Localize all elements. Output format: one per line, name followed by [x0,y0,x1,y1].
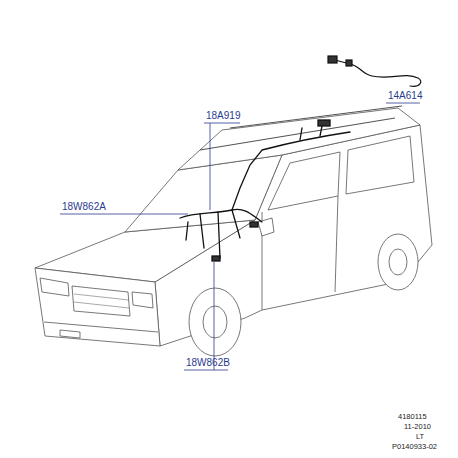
leader-line [204,123,240,210]
rear-wheel-hub [389,249,407,275]
harness-wire [300,126,322,140]
harness-wire [186,210,240,258]
connector [328,56,337,63]
callout-number: 18W862B [186,357,230,368]
connector [346,60,352,66]
side-code: LT [416,432,424,441]
roof-rail [200,106,402,150]
callout-number: 14A614 [388,90,422,101]
side-window [268,152,340,210]
bumper [44,322,158,338]
front-wheel [189,288,241,356]
connector [318,120,330,126]
grille-bars [74,294,129,308]
leader-line [386,103,420,104]
connector [212,256,220,261]
headlight [40,278,69,296]
drawing-number: 4180115 [398,412,427,421]
callout-number: 18W862A [62,201,106,212]
rear-wheel [378,234,418,290]
date-note: 11-2010 [404,422,431,431]
side-window [346,136,414,194]
connector [250,222,258,227]
leader-line [60,214,188,215]
illustration-id: P0140933-02 [392,442,437,451]
grille [72,286,130,316]
headlight [132,292,153,308]
callout-number: 18A919 [206,110,240,121]
harness-part [335,60,421,86]
harness-wire [232,132,350,210]
front-wheel-hub [203,306,227,338]
front-face [35,268,160,346]
leader-line [184,262,228,370]
harness-wire [180,209,262,222]
door-line [262,196,338,310]
